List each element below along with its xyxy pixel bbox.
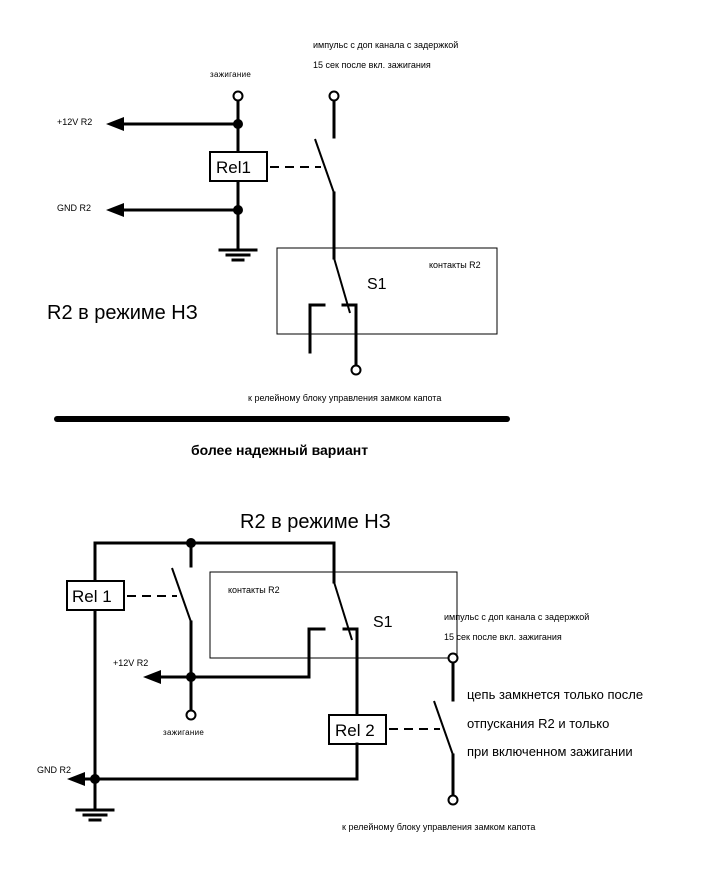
bottom-diagram: R2 в режиме НЗ Rel 1 +12V R2 зажигание к… <box>37 511 643 832</box>
bottom-plus12-label: +12V R2 <box>113 658 148 668</box>
top-ignition-terminal <box>232 90 244 102</box>
bottom-gnd-rail-wire <box>93 742 359 781</box>
bottom-relay1-label: Rel 1 <box>72 587 112 606</box>
bottom-s1-contact-right <box>342 627 359 717</box>
bottom-note-line-2: отпускания R2 и только <box>467 716 609 731</box>
bottom-relay1-switch-blade <box>171 567 192 623</box>
top-gnd-label: GND R2 <box>57 203 91 213</box>
bottom-relay2-box <box>328 714 387 745</box>
top-pulse-label-line2: 15 сек после вкл. зажигания <box>313 60 431 70</box>
bottom-plus12-arrow-icon <box>143 670 161 684</box>
bottom-note-line-1: цепь замкнется только после <box>467 687 643 702</box>
top-ignition-label: зажигание <box>210 70 251 79</box>
top-contacts-box <box>276 247 498 335</box>
top-pulse-label-line1: импульс с доп канала с задержкой <box>313 40 458 50</box>
bottom-ground-icon <box>75 808 115 822</box>
bottom-note-line-3: при включенном зажигании <box>467 744 633 759</box>
top-contacts-label: контакты R2 <box>429 260 481 270</box>
top-output-terminal <box>350 364 362 376</box>
bottom-switch-label: S1 <box>373 614 393 631</box>
top-output-label: к релейному блоку управления замком капо… <box>248 393 441 403</box>
bottom-pulse-label-line2: 15 сек после вкл. зажигания <box>444 632 562 642</box>
bottom-output-label: к релейному блоку управления замком капо… <box>342 822 535 832</box>
top-s1-contact-right <box>341 303 358 367</box>
top-plus12-arrow-icon <box>106 117 124 131</box>
top-diagram: зажигание импульс с доп канала с задержк… <box>47 40 498 403</box>
bottom-gnd-label: GND R2 <box>37 765 71 775</box>
top-relay1-label: Rel1 <box>216 158 251 177</box>
bottom-output-terminal <box>447 794 459 806</box>
top-s1-contact-left <box>308 303 326 354</box>
top-switch-label: S1 <box>367 276 387 293</box>
bottom-plus12-junction <box>186 672 196 682</box>
top-relay1-switch-blade <box>314 138 335 194</box>
top-ground-icon <box>218 248 258 262</box>
bottom-mode-title: R2 в режиме НЗ <box>240 511 391 533</box>
bottom-pulse-label-line1: импульс с доп канала с задержкой <box>444 612 589 622</box>
bottom-relay2-switch-blade <box>433 700 454 756</box>
bottom-relay2-label: Rel 2 <box>335 721 375 740</box>
bottom-relay1-box <box>66 580 125 611</box>
bottom-top-rail-wire <box>93 541 336 781</box>
bottom-gnd-arrow-icon <box>67 772 85 786</box>
top-plus12-label: +12V R2 <box>57 117 92 127</box>
bottom-contacts-box <box>209 571 458 659</box>
bottom-ignition-label: зажигание <box>163 728 204 737</box>
top-relay1-box <box>209 151 268 182</box>
divider-heading: более надежный вариант <box>191 442 368 458</box>
bottom-contacts-label: контакты R2 <box>228 585 280 595</box>
top-plus12-junction <box>233 119 243 129</box>
bottom-pulse-terminal <box>447 652 459 664</box>
bottom-ignition-terminal <box>185 709 197 721</box>
top-mode-title: R2 в режиме НЗ <box>47 302 198 324</box>
top-gnd-junction <box>233 205 243 215</box>
top-pulse-terminal <box>328 90 340 102</box>
top-gnd-arrow-icon <box>106 203 124 217</box>
bottom-plus12-wire <box>160 627 326 679</box>
bottom-s1-switch-blade <box>333 581 353 641</box>
